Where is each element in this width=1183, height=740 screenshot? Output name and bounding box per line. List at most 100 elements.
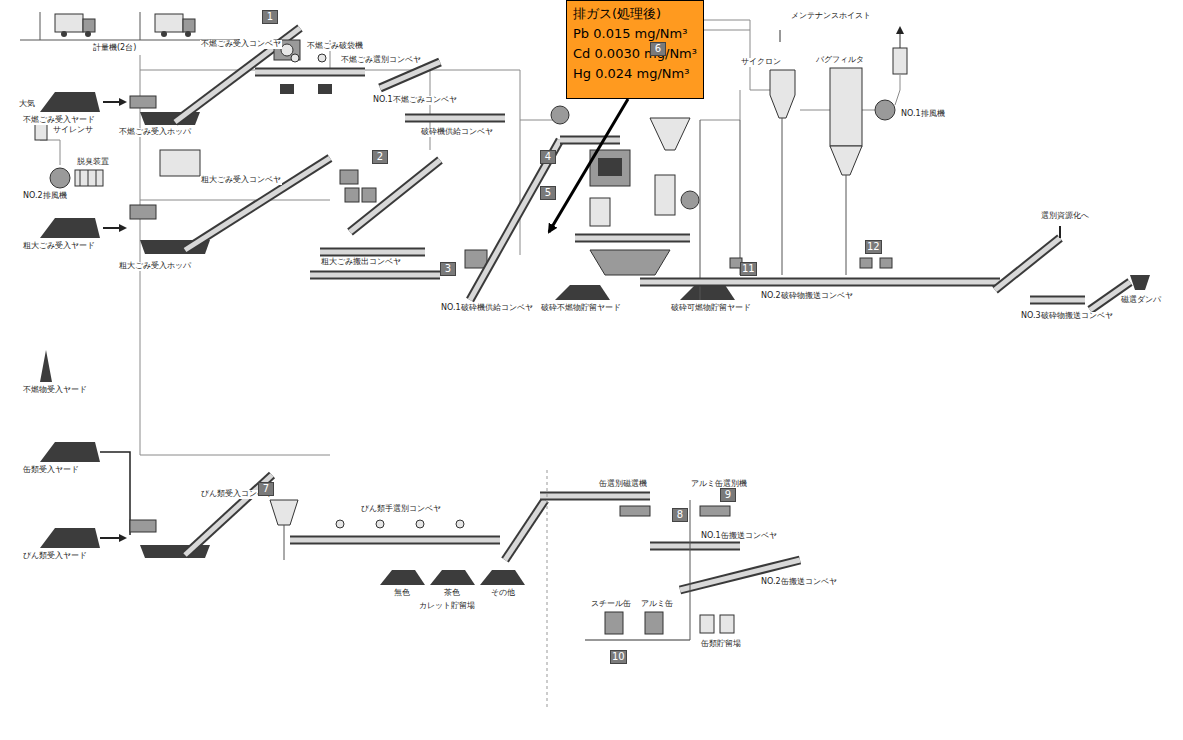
plant-part <box>893 48 907 74</box>
callout-number: 3 <box>440 262 456 276</box>
plant-part <box>681 191 699 209</box>
equipment-label: 不燃ごみ受入ヤード <box>22 116 96 125</box>
equipment-label: スチール缶 <box>590 600 632 609</box>
callout-number: 1 <box>262 10 278 24</box>
plant-part <box>575 236 690 241</box>
equipment-label: アルミ缶 <box>640 600 674 609</box>
plant-part <box>290 538 500 543</box>
plant-part <box>88 170 89 186</box>
plant-part <box>650 544 740 549</box>
plant-part <box>650 542 740 551</box>
plant-part <box>770 70 795 118</box>
plant-part <box>645 612 663 634</box>
plant-part <box>456 520 464 528</box>
plant-part <box>140 200 330 455</box>
plant-part <box>185 158 330 250</box>
plant-part <box>340 170 358 184</box>
equipment-label: 無色 <box>393 589 411 598</box>
exhaust-train <box>770 28 907 275</box>
plant-part <box>830 68 862 146</box>
plant-part <box>430 70 431 150</box>
plant-part <box>640 280 1000 285</box>
equipment-label: 不燃ごみ破袋機 <box>306 42 364 51</box>
plant-part <box>380 570 425 585</box>
bulky-line <box>40 150 487 275</box>
equipment-label: 不燃ごみ選別コンベヤ <box>340 56 422 65</box>
callout-box: 排ガス(処理後)Pb 0.015 mg/Nm³Cd 0.0030 mg/Nm³H… <box>566 0 704 99</box>
plant-part <box>405 114 505 123</box>
plant-part <box>83 19 95 32</box>
equipment-label: NO.1不燃ごみコンベヤ <box>372 96 458 105</box>
equipment-label: 不燃物受入ヤード <box>22 386 88 395</box>
plant-part <box>50 168 70 188</box>
callout-number: 5 <box>540 186 556 200</box>
plant-part <box>416 520 424 528</box>
plant-part <box>551 106 569 124</box>
plant-part <box>350 160 440 232</box>
equipment-label: 缶選別磁選機 <box>598 480 648 489</box>
equipment-label: 大気 <box>18 100 36 109</box>
plant-part <box>350 160 440 232</box>
plant-part <box>310 273 440 278</box>
plant-part <box>590 250 670 275</box>
division-line <box>547 470 548 710</box>
callout-number: 10 <box>610 650 627 664</box>
equipment-label: 選別資源化へ <box>1040 212 1090 221</box>
equipment-label: 破砕可燃物貯留ヤード <box>670 304 752 313</box>
plant-part <box>540 492 650 501</box>
plant-part <box>80 170 81 186</box>
emission-value: Hg 0.024 mg/Nm³ <box>573 64 697 84</box>
plant-part <box>75 170 103 186</box>
equipment-label: 缶類貯留場 <box>700 640 742 649</box>
callout-number: 4 <box>540 150 556 164</box>
plant-part <box>690 500 691 640</box>
equipment-label: NO.1破砕機供給コンベヤ <box>440 304 534 313</box>
equipment-label: メンテナンスホイスト <box>790 12 872 21</box>
plant-part <box>161 31 167 37</box>
plant-part <box>605 612 623 634</box>
equipment-label: NO.2破砕物搬送コンベヤ <box>760 292 854 301</box>
plant-part <box>40 92 100 112</box>
equipment-label: サイレンサ <box>52 126 94 135</box>
plant-part <box>650 118 690 150</box>
plant-part <box>40 528 100 548</box>
callout-number: 7 <box>258 482 274 496</box>
plant-part <box>100 537 125 539</box>
plant-part <box>880 258 892 268</box>
incombustible-line <box>40 28 505 125</box>
product-conveyors <box>640 226 1150 310</box>
callout-number: 8 <box>672 508 688 522</box>
plant-part <box>640 278 1000 287</box>
plant-part <box>1030 298 1085 303</box>
equipment-label: バグフィルタ <box>815 56 865 65</box>
equipment-label: NO.2排風機 <box>22 192 68 201</box>
equipment-label: 破砕機供給コンベヤ <box>420 128 494 137</box>
callout-number: 6 <box>650 42 666 56</box>
callout-leader <box>549 99 628 232</box>
plant-part <box>505 500 545 560</box>
equipment-label: 粗大ごみ搬出コンベヤ <box>320 258 402 267</box>
plant-part <box>590 198 610 226</box>
callout-number: 12 <box>865 240 882 254</box>
plant-part <box>700 506 730 516</box>
plant-part <box>380 62 440 88</box>
plant-part <box>598 158 622 176</box>
plant-part <box>310 271 440 280</box>
plant-part <box>405 116 505 121</box>
callout-heading: 排ガス(処理後) <box>573 4 697 24</box>
plant-part <box>480 570 525 585</box>
equipment-label: 脱臭装置 <box>76 158 110 167</box>
equipment-label: 磁選ダンパ <box>1120 296 1162 305</box>
plant-part <box>1030 296 1085 305</box>
plant-part <box>130 96 156 108</box>
plant-part <box>465 250 487 268</box>
equipment-label: カレット貯留場 <box>418 602 476 611</box>
equipment-label: びん類受入ヤード <box>22 552 88 561</box>
plant-part <box>470 140 560 300</box>
plant-part <box>846 175 847 275</box>
callout-number: 9 <box>720 488 736 502</box>
plant-part <box>185 158 330 250</box>
plant-part <box>61 31 67 37</box>
equipment-label: 不燃ごみ受入コンベヤ <box>200 40 282 49</box>
